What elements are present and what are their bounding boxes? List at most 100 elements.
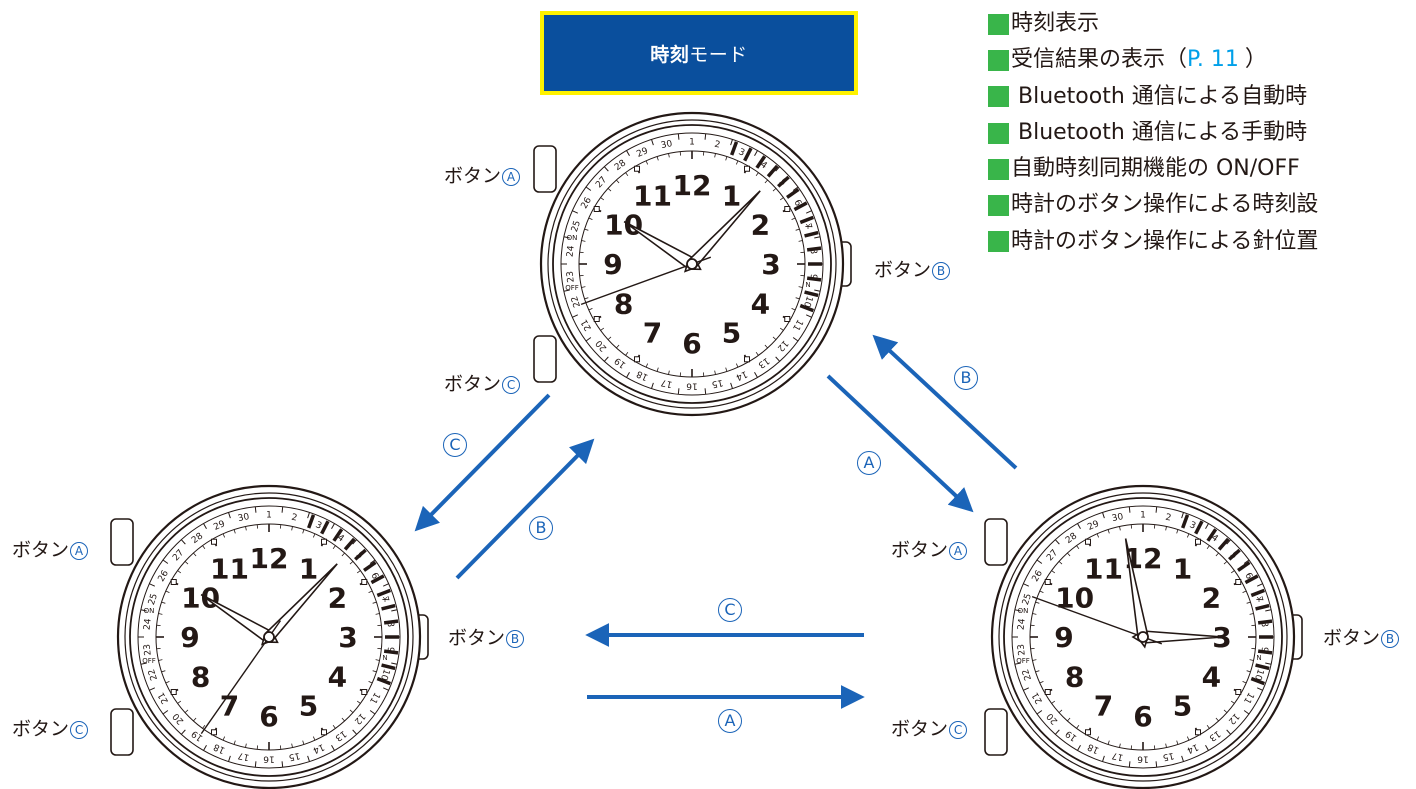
arrow-label-right-to-top: B: [954, 366, 978, 390]
date-number: 11: [1241, 690, 1255, 705]
hour-numeral: 7: [643, 316, 662, 349]
date-number: 6: [791, 198, 803, 208]
date-number: 23: [143, 643, 154, 655]
date-number: 4: [758, 160, 769, 172]
date-number: 25: [147, 592, 160, 606]
hour-numeral: 5: [722, 316, 741, 349]
watch-pusher-a[interactable]: [533, 145, 557, 193]
watch-pusher-c[interactable]: [533, 335, 557, 383]
date-number: 14: [311, 741, 326, 755]
date-number: 2: [290, 513, 298, 524]
date-number: 30: [660, 139, 674, 151]
hour-numeral: 12: [250, 542, 289, 575]
list-item-text: 自動時刻同期機能の ON/OFF: [1011, 156, 1300, 182]
date-number: 7: [802, 222, 813, 231]
date-number: 22: [1021, 668, 1034, 682]
hour-numeral: 6: [682, 327, 701, 360]
mark-on: ON: [1018, 607, 1029, 615]
page-reference-link[interactable]: P. 11: [1187, 47, 1239, 73]
green-square-bullet-icon: [988, 86, 1009, 108]
mark-off: OFF: [565, 284, 579, 292]
list-item: 時計のボタン操作による時刻設: [988, 187, 1416, 223]
hour-numeral: 3: [761, 248, 780, 281]
date-number: 15: [288, 750, 301, 762]
hour-numeral: 8: [614, 288, 633, 321]
date-number: 7: [1253, 595, 1264, 604]
date-number: 11: [367, 690, 381, 705]
date-number: 25: [1021, 592, 1034, 606]
arrow-top-to-left: [414, 393, 551, 532]
date-number: 16: [1137, 754, 1149, 764]
hour-numeral: 8: [191, 661, 210, 694]
date-number: 4: [335, 533, 346, 545]
date-number: 9: [385, 646, 396, 653]
hour-numeral: 11: [633, 180, 672, 213]
watch-pusher-c[interactable]: [984, 708, 1008, 756]
date-number: 30: [237, 512, 251, 524]
watch-bottom-right: 1234567891011121314151617181920212223242…: [984, 484, 1303, 789]
date-number: 6: [368, 571, 380, 581]
list-item: 受信結果の表示（P. 11）: [988, 42, 1416, 78]
hour-numeral: 7: [1094, 689, 1113, 722]
circled-a-icon: A: [70, 542, 89, 560]
date-number: 24: [1017, 618, 1028, 631]
date-number: 15: [1162, 750, 1175, 762]
watch-pusher-a[interactable]: [110, 518, 134, 566]
hour-numeral: 9: [1054, 621, 1073, 654]
center-pin: [263, 631, 275, 643]
circled-a-icon: A: [502, 168, 521, 186]
minute-hand: [683, 190, 761, 273]
date-number: 21: [1031, 690, 1045, 705]
date-number: 17: [237, 750, 250, 762]
hour-numeral: 9: [180, 621, 199, 654]
date-number: 21: [580, 317, 594, 332]
list-item: 時刻表示: [988, 6, 1416, 42]
circled-b-icon: B: [1381, 630, 1400, 648]
circled-b-icon: B: [506, 630, 525, 648]
date-number: 14: [1185, 741, 1200, 755]
date-number: 18: [212, 741, 227, 755]
date-number: 8: [385, 621, 396, 628]
arrow-label-left-to-top: B: [529, 516, 553, 540]
date-number: 2: [1164, 513, 1172, 524]
mark-n: N: [805, 281, 810, 289]
date-number: 9: [808, 273, 819, 280]
date-number: 11: [790, 317, 804, 332]
list-item: 時計のボタン操作による針位置: [988, 224, 1416, 260]
watch-pusher-a[interactable]: [984, 518, 1008, 566]
hour-numeral: 2: [1202, 582, 1221, 615]
date-number: 17: [660, 377, 673, 389]
list-item: 自動時刻同期機能の ON/OFF: [988, 151, 1416, 187]
list-item: Bluetooth 通信による自動時: [988, 79, 1416, 115]
hour-numeral: 10: [181, 582, 220, 615]
hour-numeral: 11: [210, 553, 249, 586]
mode-title-strong: 時刻: [650, 43, 690, 66]
date-number: 3: [314, 520, 323, 531]
mark-y: Y: [382, 596, 388, 604]
list-item: Bluetooth 通信による手動時: [988, 115, 1416, 151]
date-number: 22: [147, 668, 160, 682]
minute-hand: [260, 563, 338, 646]
date-number: 25: [570, 219, 583, 233]
mark-off: OFF: [1016, 657, 1030, 665]
hour-numeral: 5: [1173, 689, 1192, 722]
mark-on: ON: [144, 607, 155, 615]
list-item-text: Bluetooth 通信による手動時: [1018, 119, 1308, 145]
watch-pusher-c[interactable]: [110, 708, 134, 756]
list-item-text: 受信結果の表示（: [1011, 47, 1188, 73]
mark-y: Y: [805, 223, 811, 231]
circled-b-icon: B: [932, 262, 951, 280]
arrow-label-left-to-right: A: [718, 709, 742, 733]
date-number: 21: [157, 690, 171, 705]
date-number: 23: [566, 270, 577, 282]
list-item-text: 時計のボタン操作による針位置: [1011, 228, 1319, 254]
hour-numeral: 8: [1065, 661, 1084, 694]
circled-c-icon: C: [70, 721, 89, 739]
